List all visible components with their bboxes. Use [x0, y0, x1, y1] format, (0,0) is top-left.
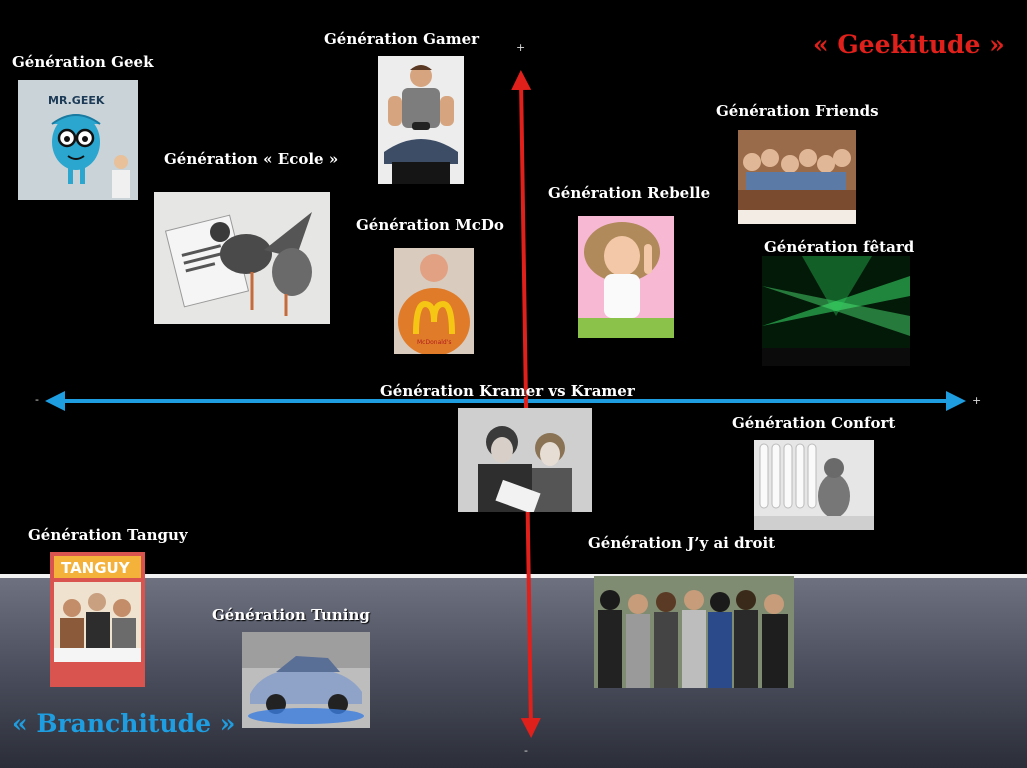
image-friends: [738, 130, 856, 224]
vertical-axis-minus: -: [524, 744, 528, 757]
label-mcdo: Génération McDo: [356, 216, 504, 234]
image-tanguy-poster: TANGUY: [50, 552, 145, 687]
label-tuning: Génération Tuning: [212, 606, 370, 624]
label-rebelle: Génération Rebelle: [548, 184, 711, 202]
image-mr-geek: MR.GEEK: [18, 80, 138, 200]
label-confort: Génération Confort: [732, 414, 896, 432]
image-gamer: [378, 56, 464, 184]
label-ecole: Génération « Ecole »: [164, 150, 339, 168]
label-kramer: Génération Kramer vs Kramer: [380, 382, 635, 400]
mr-geek-text: MR.GEEK: [48, 94, 105, 107]
geekitude-title: « Geekitude »: [813, 30, 1005, 59]
horizontal-axis-minus: -: [35, 393, 39, 406]
vertical-axis-plus: +: [516, 41, 526, 54]
mcdo-shirt-text: McDonald's: [417, 339, 452, 346]
label-friends: Génération Friends: [716, 102, 879, 120]
label-geek: Génération Geek: [12, 53, 154, 71]
vertical-axis-arrow: [511, 70, 541, 738]
image-mcdo: McDonald's: [394, 248, 474, 354]
branchitude-title: « Branchitude »: [12, 709, 236, 738]
label-fetard: Génération fêtard: [764, 238, 915, 256]
image-tuning-car: [242, 632, 370, 728]
image-ecole-pigeons: [154, 192, 330, 324]
image-rebelle-doll: [578, 216, 674, 338]
image-confort-cat: [754, 440, 874, 530]
image-kramer: [458, 408, 592, 512]
label-gamer: Génération Gamer: [324, 30, 480, 48]
horizontal-axis-plus: +: [972, 394, 982, 407]
label-tanguy: Génération Tanguy: [28, 526, 188, 544]
image-jyaidroit-crowd: [594, 576, 794, 688]
tanguy-poster-text: TANGUY: [61, 559, 131, 577]
label-jyaidroit: Génération J’y ai droit: [588, 534, 776, 552]
image-fetard-lasers: [762, 256, 910, 366]
